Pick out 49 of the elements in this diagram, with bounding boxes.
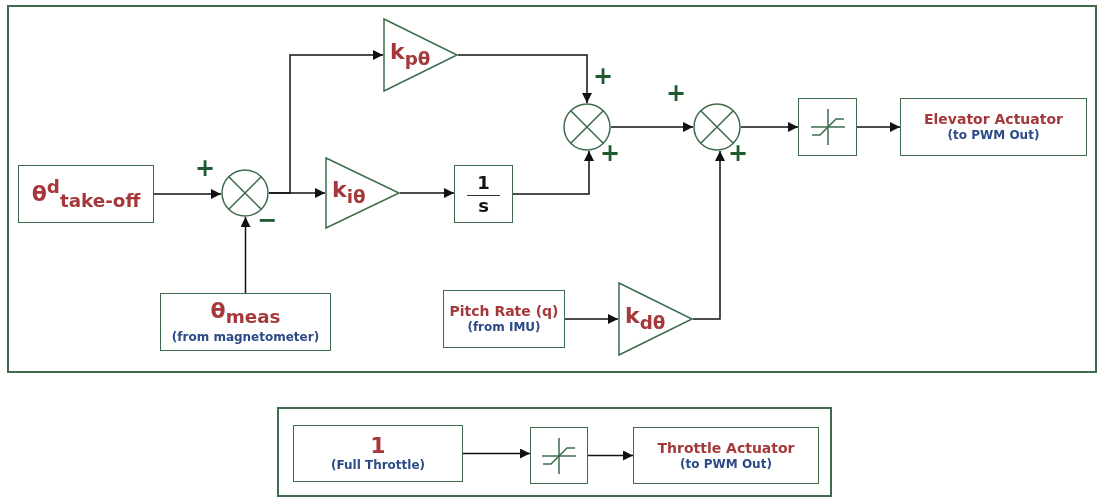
- block-title: Throttle Actuator: [657, 439, 795, 457]
- gain-label: k$_{pθ}$: [390, 43, 431, 67]
- signal-arrow: [610, 122, 694, 132]
- sign-label: +: [600, 141, 621, 165]
- block: [160, 293, 331, 351]
- saturation-block: [530, 427, 588, 484]
- numerator: 1: [467, 172, 500, 196]
- block: [443, 290, 565, 348]
- signal-arrow: [399, 188, 455, 198]
- gain-triangle: [325, 157, 400, 229]
- block-title: 1: [370, 434, 386, 458]
- signal-arrow: [692, 150, 725, 320]
- sign-label: +: [593, 64, 614, 88]
- block: [900, 98, 1087, 156]
- block: [18, 165, 154, 223]
- sign-label: +: [195, 156, 216, 180]
- sign-label: −: [257, 208, 278, 232]
- block-title: Elevator Actuator: [924, 111, 1063, 128]
- signal-arrow: [512, 150, 594, 195]
- block-subtitle: (Full Throttle): [330, 458, 426, 473]
- panel-frame: [277, 407, 832, 497]
- signal-arrow: [856, 122, 901, 132]
- block-subtitle: (from IMU): [467, 320, 541, 335]
- block-title: Pitch Rate (q): [449, 303, 559, 320]
- panel-frame: [7, 5, 1097, 373]
- signal-arrow: [462, 448, 531, 459]
- signal-arrow: [268, 188, 326, 198]
- signal-arrow: [240, 216, 251, 294]
- signal-arrow: [457, 54, 592, 104]
- gain-triangle: [618, 282, 693, 356]
- signal-arrow: [587, 450, 634, 461]
- denominator: s: [478, 195, 489, 216]
- block: [293, 425, 463, 482]
- saturation-block: [798, 98, 857, 156]
- integrator-block: [454, 165, 513, 223]
- signal-arrow: [564, 314, 619, 324]
- block: [633, 427, 819, 484]
- sign-label: +: [728, 141, 749, 165]
- gain-triangle: [383, 18, 458, 92]
- block-title: θ$_{meas}$: [210, 299, 281, 330]
- block-subtitle: (to PWM Out): [680, 456, 772, 472]
- gain-label: k$_{iθ}$: [332, 181, 366, 205]
- block-subtitle: (from magnetometer): [171, 329, 320, 345]
- signal-arrow: [153, 189, 222, 199]
- block-subtitle: (to PWM Out): [947, 128, 1040, 143]
- sign-label: +: [666, 81, 687, 105]
- signal-arrow: [740, 122, 799, 132]
- gain-label: k$_{dθ}$: [625, 307, 666, 331]
- summing-junction: [221, 169, 269, 217]
